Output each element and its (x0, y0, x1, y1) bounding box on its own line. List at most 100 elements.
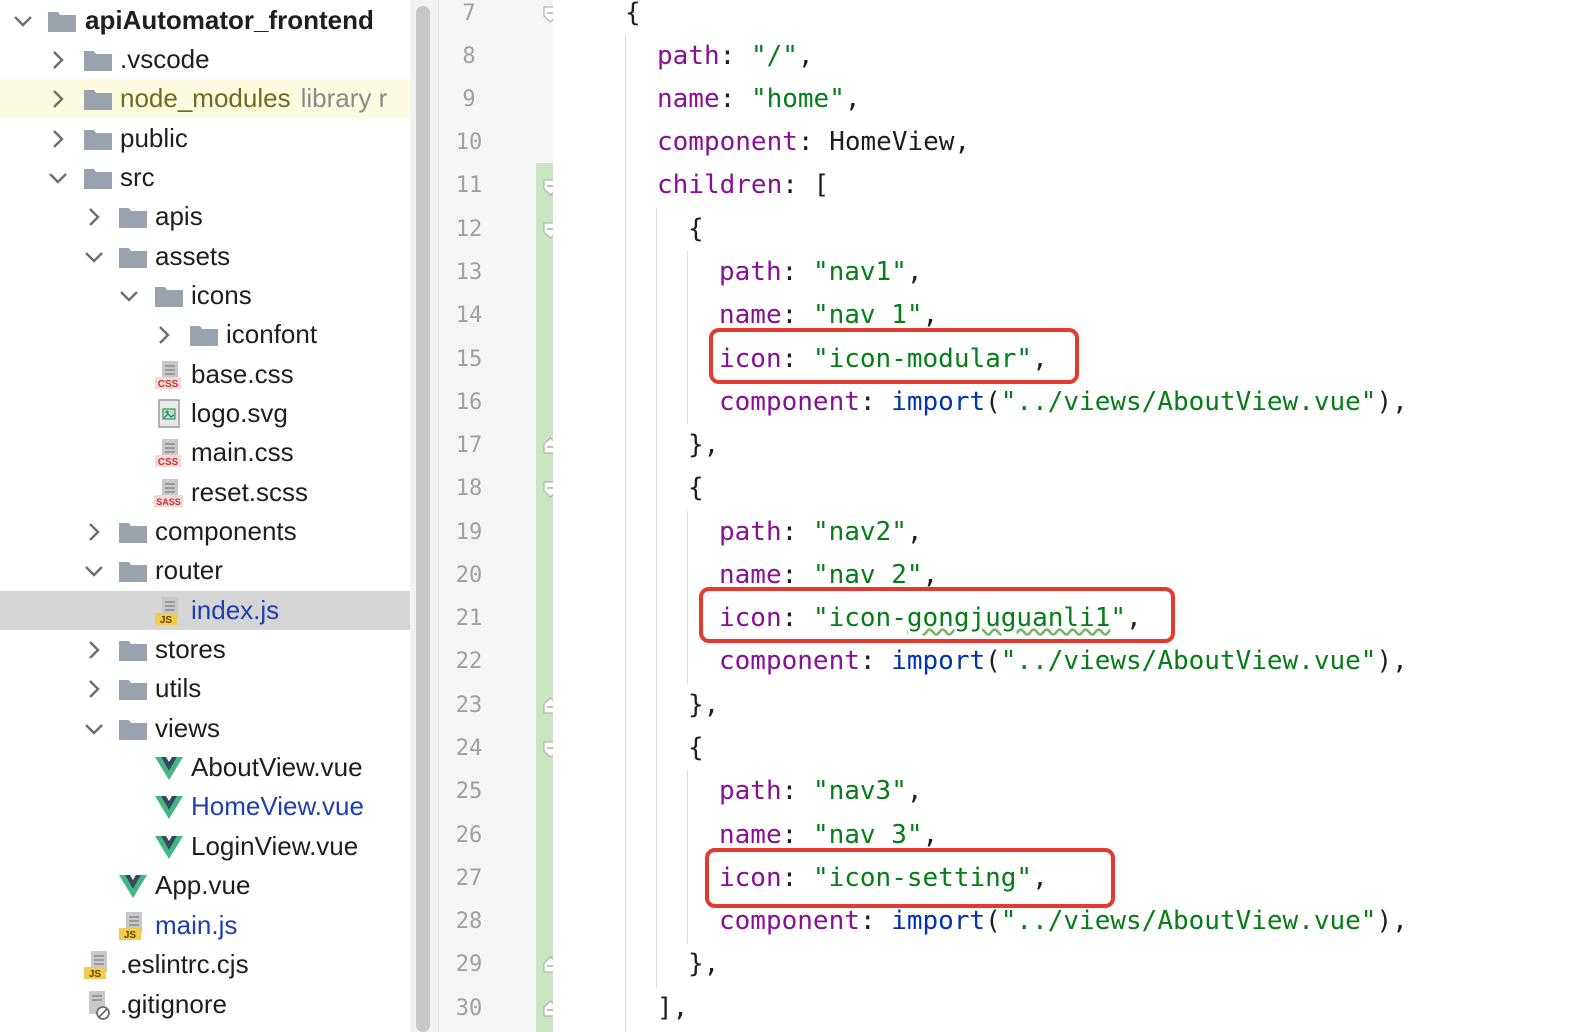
folder-icon (118, 551, 148, 590)
gutter-spacer (553, 0, 593, 1032)
css-file-icon: CSS (154, 433, 184, 472)
code-line-26: name: "nav 3", (719, 820, 939, 850)
tree-item-stores[interactable]: stores (0, 630, 410, 669)
scrollbar-thumb[interactable] (416, 6, 430, 1032)
chevron-right-icon[interactable] (83, 630, 105, 669)
tree-item-label: icons (191, 280, 252, 310)
svg-text:CSS: CSS (158, 457, 179, 468)
tree-item-label: node_modules library r (120, 79, 387, 118)
line-number: 23 (455, 693, 483, 718)
tree-item-views[interactable]: views (0, 709, 410, 748)
line-number: 30 (455, 996, 483, 1021)
chevron-right-icon[interactable] (47, 119, 69, 158)
tree-item-loginview-vue[interactable]: LoginView.vue (0, 827, 410, 866)
tree-item-app-vue[interactable]: App.vue (0, 866, 410, 905)
tree-item-eslintrc[interactable]: JS .eslintrc.cjs (0, 945, 410, 984)
vcs-change-marker[interactable] (536, 163, 554, 1032)
tree-item-base-css[interactable]: CSS base.css (0, 355, 410, 394)
line-number: 28 (455, 909, 483, 934)
tree-item-label: iconfont (226, 319, 318, 349)
tree-item-vscode[interactable]: .vscode (0, 40, 410, 79)
folder-icon (83, 79, 113, 118)
sass-file-icon: SASS (154, 473, 184, 512)
indent-guide (656, 208, 657, 988)
vue-file-icon (154, 748, 184, 787)
code-line-23: }, (688, 690, 720, 720)
chevron-right-icon[interactable] (83, 197, 105, 236)
tree-item-src[interactable]: src (0, 158, 410, 197)
line-number: 8 (462, 44, 476, 69)
tree-item-label: views (155, 713, 221, 743)
tree-item-apis[interactable]: apis (0, 197, 410, 236)
project-tree-scrollbar[interactable] (410, 0, 438, 1032)
tree-item-main-css[interactable]: CSS main.css (0, 433, 410, 472)
folder-icon (83, 119, 113, 158)
chevron-right-icon[interactable] (47, 40, 69, 79)
line-number: 10 (455, 130, 483, 155)
tree-item-node-modules[interactable]: node_modules library r (0, 79, 410, 118)
tree-item-logo-svg[interactable]: logo.svg (0, 394, 410, 433)
chevron-right-icon[interactable] (83, 669, 105, 708)
tree-item-aboutview-vue[interactable]: AboutView.vue (0, 748, 410, 787)
tree-item-index-js[interactable]: JS index.js (0, 591, 410, 630)
highlight-box-icon-gongjuguanli (699, 587, 1175, 643)
tree-item-main-js[interactable]: JS main.js (0, 906, 410, 945)
tree-item-homeview-vue[interactable]: HomeView.vue (0, 787, 410, 826)
line-number: 29 (455, 952, 483, 977)
code-line-14: name: "nav 1", (719, 300, 939, 330)
chevron-down-icon[interactable] (83, 551, 105, 590)
tree-item-label: reset.scss (191, 477, 309, 507)
tree-item-router[interactable]: router (0, 551, 410, 590)
code-line-28: component: import("../views/AboutView.vu… (719, 906, 1408, 936)
tree-item-root[interactable]: apiAutomator_frontend (0, 1, 410, 40)
code-line-20: name: "nav 2", (719, 560, 939, 590)
indent-guide (625, 35, 626, 1032)
tree-item-iconfont[interactable]: iconfont (0, 315, 410, 354)
tree-item-public[interactable]: public (0, 119, 410, 158)
code-line-11: children: [ (657, 170, 830, 200)
chevron-right-icon[interactable] (83, 512, 105, 551)
line-number: 25 (455, 779, 483, 804)
chevron-down-icon[interactable] (118, 276, 140, 315)
chevron-down-icon[interactable] (12, 1, 34, 40)
chevron-right-icon[interactable] (153, 315, 175, 354)
code-editor[interactable]: { path: "/", name: "home", component: Ho… (593, 0, 1594, 1032)
tree-item-utils[interactable]: utils (0, 669, 410, 708)
tree-item-label: main.js (155, 910, 238, 940)
line-number: 20 (455, 563, 483, 588)
code-line-27: icon: "icon-setting", (719, 863, 1048, 893)
code-line-19: path: "nav2", (719, 517, 923, 547)
tree-item-label: App.vue (155, 870, 251, 900)
tree-item-components[interactable]: components (0, 512, 410, 551)
tree-item-label: logo.svg (191, 398, 288, 428)
code-line-21: icon: "icon-gongjuguanli1", (719, 603, 1142, 633)
tree-item-label: stores (155, 634, 226, 664)
code-line-7: { (625, 0, 641, 28)
chevron-right-icon[interactable] (47, 79, 69, 118)
library-root-hint: library r (300, 83, 388, 113)
tree-item-label: index.js (191, 595, 280, 625)
code-line-30: ], (657, 993, 689, 1023)
tree-item-gitignore[interactable]: .gitignore (0, 985, 410, 1024)
tree-item-label: assets (155, 241, 231, 271)
line-number: 13 (455, 260, 483, 285)
tree-item-label: .vscode (120, 44, 210, 74)
folder-icon (118, 237, 148, 276)
chevron-down-icon[interactable] (83, 237, 105, 276)
project-tree: apiAutomator_frontend .vscode node_modul… (0, 0, 410, 1032)
editor-gutter: 7 8 9 10 11 12 13 14 15 16 17 18 19 20 2… (438, 0, 558, 1032)
vue-file-icon (118, 866, 148, 905)
indent-guide (687, 251, 688, 424)
chevron-down-icon[interactable] (83, 709, 105, 748)
tree-item-name: node_modules (120, 83, 291, 113)
code-line-13: path: "nav1", (719, 257, 923, 287)
code-line-25: path: "nav3", (719, 776, 923, 806)
chevron-down-icon[interactable] (47, 158, 69, 197)
tree-item-assets[interactable]: assets (0, 237, 410, 276)
folder-icon (154, 276, 184, 315)
js-file-icon: JS (154, 591, 184, 630)
code-line-29: }, (688, 949, 720, 979)
tree-item-reset-scss[interactable]: SASS reset.scss (0, 473, 410, 512)
tree-item-icons[interactable]: icons (0, 276, 410, 315)
tree-item-label: src (120, 162, 155, 192)
